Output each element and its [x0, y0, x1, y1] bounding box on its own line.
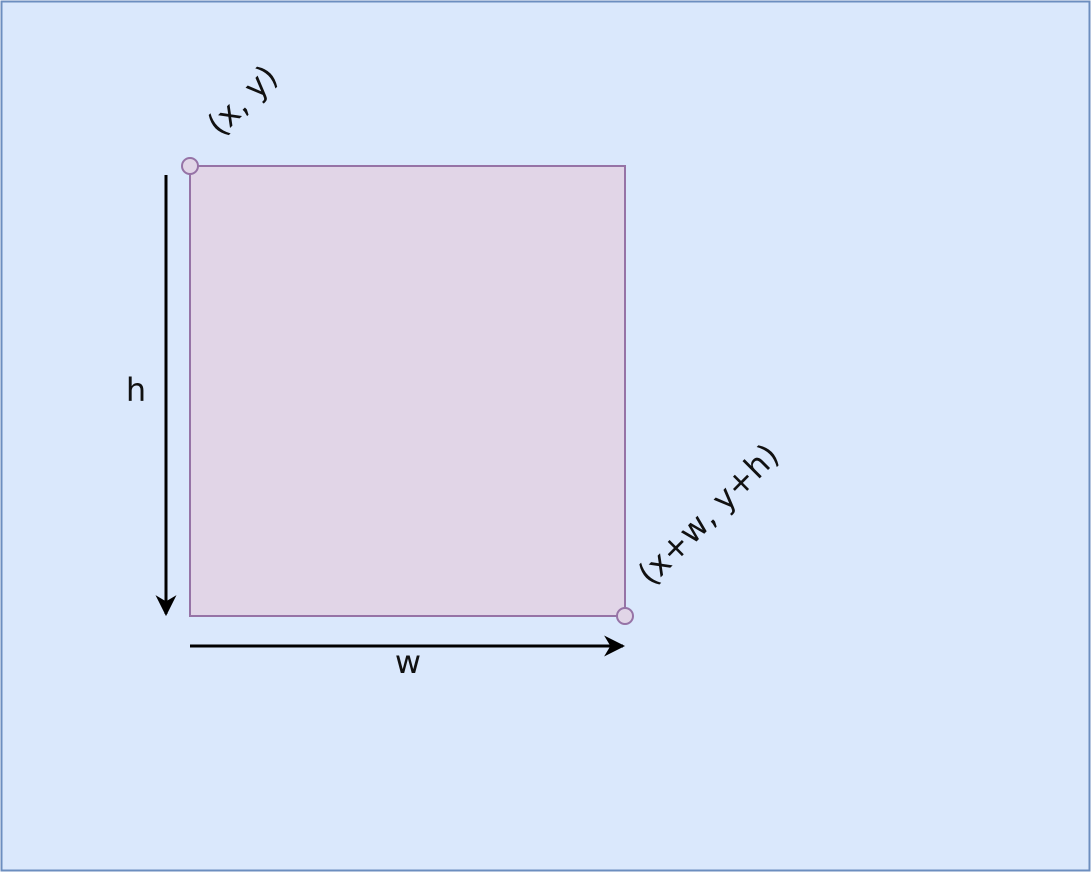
bottom-right-corner-point: [616, 607, 634, 625]
top-left-corner-point: [181, 157, 199, 175]
height-label: h: [126, 371, 146, 409]
bounding-rectangle: [189, 165, 626, 617]
width-label: w: [395, 643, 421, 681]
